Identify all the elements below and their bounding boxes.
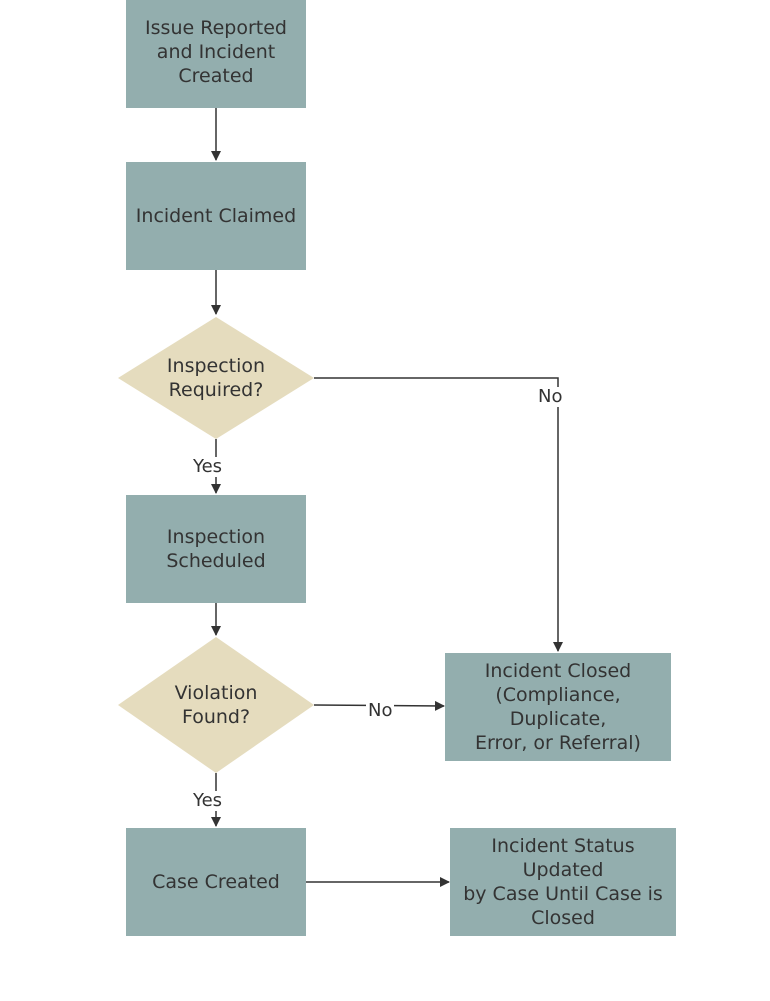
decision-violation-line-1: Violation (174, 682, 258, 704)
node-incident-claimed-line-1: Incident Claimed (135, 205, 297, 227)
node-status-updated-line-1: Incident Status Updated (491, 835, 635, 881)
node-inspection-scheduled-line-2: Scheduled (166, 550, 266, 572)
edge-label-inspection-no: No (536, 386, 565, 407)
decision-violation-found: Violation Found? (136, 675, 296, 735)
node-status-updated: Incident Status Updated by Case Until Ca… (450, 828, 676, 936)
decision-inspection-required: Inspection Required? (136, 348, 296, 408)
node-status-updated-line-3: Closed (531, 907, 595, 929)
node-case-created: Case Created (126, 828, 306, 936)
node-incident-claimed: Incident Claimed (126, 162, 306, 270)
node-issue-reported-line-3: Created (178, 65, 254, 87)
node-case-created-line-1: Case Created (152, 871, 280, 893)
decision-violation-line-2: Found? (181, 706, 251, 728)
connector-inspection-no (314, 377, 563, 652)
node-incident-closed-line-1: Incident Closed (484, 660, 632, 682)
edge-label-violation-no: No (366, 700, 395, 721)
decision-inspection-line-2: Required? (168, 379, 264, 401)
node-inspection-scheduled: Inspection Scheduled (126, 495, 306, 603)
node-status-updated-line-2: by Case Until Case is (463, 883, 663, 905)
edge-label-inspection-yes: Yes (191, 456, 225, 477)
decision-diamond-violation (118, 637, 314, 773)
node-incident-closed: Incident Closed (Compliance, Duplicate, … (445, 653, 671, 761)
edge-label-violation-yes: Yes (191, 790, 225, 811)
node-inspection-scheduled-line-1: Inspection (166, 526, 266, 548)
node-incident-closed-line-3: Error, or Referral) (475, 732, 641, 754)
decision-inspection-line-1: Inspection (166, 355, 266, 377)
decision-diamond-inspection (118, 317, 314, 439)
node-issue-reported-line-2: and Incident (156, 41, 276, 63)
node-incident-closed-line-2: (Compliance, Duplicate, (495, 684, 621, 730)
node-issue-reported-line-1: Issue Reported (145, 17, 287, 39)
node-issue-reported: Issue Reported and Incident Created (126, 0, 306, 108)
